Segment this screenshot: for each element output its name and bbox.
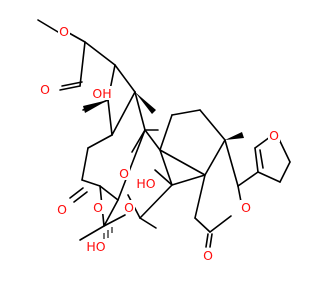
bond — [68, 32, 86, 43]
oxygen-label: O — [119, 166, 129, 181]
bond — [59, 85, 81, 91]
side-chain-hydroxyl: OH — [90, 86, 114, 101]
lactone-ring-oxygen: O — [240, 200, 252, 215]
bond — [259, 149, 264, 169]
bond — [154, 169, 173, 186]
bond — [204, 139, 226, 176]
label-bg — [118, 166, 130, 180]
label-bg — [202, 248, 214, 262]
ketone-oxygen: O — [56, 202, 68, 217]
center-hydroxyl: HO — [134, 176, 158, 191]
label-bg — [90, 86, 114, 100]
oxygen-label: O — [124, 200, 134, 215]
bond — [69, 187, 84, 199]
bond — [209, 215, 232, 233]
bond — [134, 91, 146, 131]
label-bg — [92, 200, 104, 214]
bond — [107, 99, 113, 136]
oxygen-label: O — [269, 128, 279, 143]
bond — [99, 185, 119, 201]
bond — [131, 129, 146, 153]
oxygen-label: O — [241, 200, 251, 215]
oxygen-label: O — [59, 24, 69, 39]
oxygen-label: O — [40, 82, 50, 97]
bond — [139, 217, 157, 229]
bond — [79, 225, 105, 241]
bond — [254, 147, 259, 173]
label-bg — [268, 128, 280, 142]
bond — [111, 91, 136, 136]
bond — [103, 199, 119, 227]
ring-ether-oxygen: O — [123, 200, 135, 215]
bond — [159, 149, 206, 176]
bond — [84, 41, 116, 66]
label-bg — [84, 239, 108, 253]
hydroxyl-label: HO — [86, 239, 105, 254]
oxygen-label: O — [93, 200, 103, 215]
lactone-carbonyl-oxygen: O — [202, 248, 214, 263]
bond — [194, 217, 211, 233]
hydroxyl-label: OH — [92, 86, 111, 101]
bond — [171, 109, 201, 116]
molecule-structure: O O OH O O HO O O — [37, 19, 291, 263]
wedge-bond — [135, 92, 156, 114]
label-bg — [134, 176, 158, 190]
ester-methoxy-oxygen: O — [58, 24, 70, 39]
bond — [37, 19, 59, 33]
oxygen-label: O — [203, 248, 213, 263]
label-bg — [240, 200, 252, 214]
bond — [171, 174, 206, 186]
ester-carbonyl-oxygen: O — [39, 82, 51, 97]
label-bg — [56, 202, 68, 216]
bond — [114, 64, 136, 93]
wedge-bond — [83, 100, 108, 113]
bond — [81, 147, 89, 181]
bond — [237, 171, 259, 187]
bond — [199, 109, 226, 141]
bond — [117, 129, 146, 201]
oxygen-label: O — [57, 202, 67, 217]
furan-oxygen: O — [268, 128, 280, 143]
bond — [254, 136, 271, 149]
bond — [61, 81, 83, 87]
bond — [79, 41, 86, 87]
wedge-bond — [225, 132, 244, 140]
hydroxyl-label: HO — [136, 176, 155, 191]
atom-labels: O O OH O O HO O O — [39, 24, 280, 263]
bond — [194, 174, 206, 219]
bottom-hydroxyl: HO — [84, 239, 108, 254]
bonds — [37, 19, 291, 248]
bond — [144, 129, 161, 151]
bond — [159, 114, 173, 151]
bond — [73, 191, 88, 203]
bond — [209, 233, 213, 248]
bond — [87, 134, 113, 149]
bridge-ether-oxygen: O — [118, 166, 130, 181]
ketal-oxygen: O — [92, 200, 104, 215]
bond — [159, 149, 173, 186]
bond — [205, 233, 209, 248]
bond — [279, 161, 291, 183]
bond — [257, 171, 281, 183]
bond — [224, 139, 239, 187]
bond — [139, 184, 173, 219]
bond — [81, 179, 101, 187]
label-bg — [58, 24, 70, 38]
label-bg — [123, 200, 135, 214]
label-bg — [39, 82, 51, 96]
bond — [103, 214, 126, 227]
